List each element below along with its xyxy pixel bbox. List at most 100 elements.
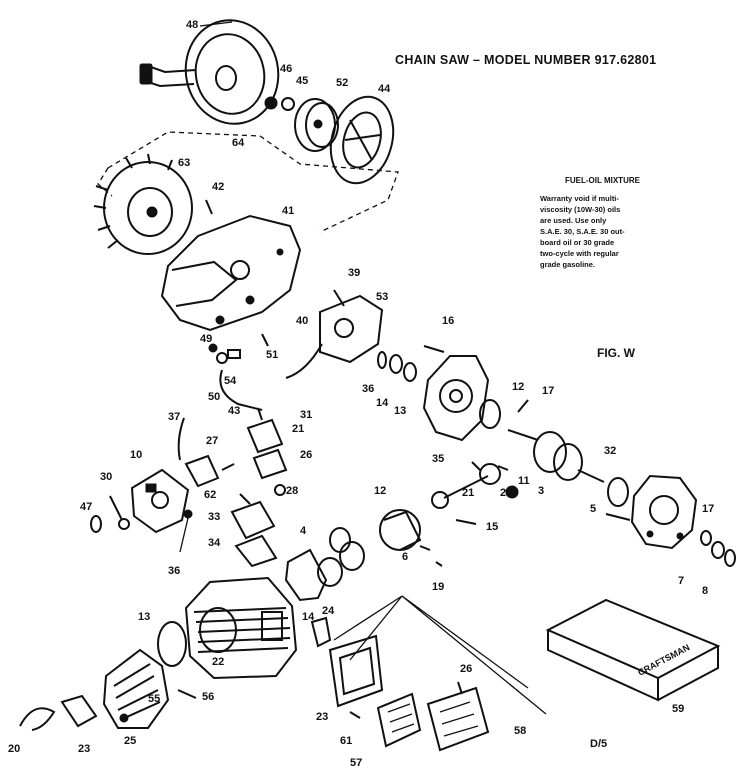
- part-number-28: 28: [286, 485, 298, 497]
- fuel-note-line-7: grade gasoline.: [540, 260, 595, 269]
- fuel-note-line-6: two-cycle with regular: [540, 249, 619, 258]
- part-34-ring: [90, 515, 102, 533]
- part-27-gasket: [252, 448, 288, 480]
- part-13-seal-lower: [711, 541, 725, 559]
- part-number-14: 14: [302, 611, 315, 623]
- piston-ring-1: [329, 527, 351, 553]
- part-number-19: 19: [432, 581, 444, 593]
- part-number-2: 2: [500, 487, 506, 499]
- part-number-13: 13: [394, 405, 406, 417]
- part-number-54: 54: [224, 375, 237, 387]
- part-23-screw: [119, 713, 129, 723]
- part-number-21: 21: [292, 423, 304, 435]
- part-7-wrist-pin: [419, 545, 431, 551]
- part-number-27: 27: [206, 435, 218, 447]
- part-number-35: 35: [432, 453, 444, 465]
- piston: [379, 509, 422, 551]
- ignition-module: [285, 289, 384, 379]
- part-22-screw: [177, 689, 197, 699]
- part-14-seal: [377, 351, 387, 369]
- part-number-49: 49: [200, 333, 212, 345]
- starter-pulley: [294, 98, 339, 152]
- part-number-47: 47: [80, 501, 92, 513]
- part-number-31: 31: [300, 409, 312, 421]
- part-number-4: 4: [300, 525, 307, 537]
- part-number-56: 56: [202, 691, 214, 703]
- part-number-10: 10: [130, 449, 142, 461]
- part-29-screw: [221, 463, 235, 471]
- part-number-25: 25: [124, 735, 136, 747]
- part-36-wire: [219, 369, 263, 411]
- cylinder-gasket: [284, 548, 328, 602]
- connecting-rod: [431, 461, 501, 509]
- part-21-screw: [183, 509, 193, 519]
- part-47-screw: [239, 493, 251, 505]
- part-33-screw: [109, 495, 123, 521]
- part-number-5: 5: [590, 503, 596, 515]
- part-number-42: 42: [212, 181, 224, 193]
- fuel-note-line-4: S.A.E. 30, S.A.E. 30 out-: [540, 227, 625, 236]
- part-8-clip: [435, 561, 443, 567]
- part-12-seal-lower: [700, 530, 712, 546]
- part-3-pin: [497, 465, 509, 471]
- carb-gasket: [184, 454, 220, 488]
- figure-label: FIG. W: [597, 346, 636, 360]
- part-number-21: 21: [462, 487, 474, 499]
- part-number-34: 34: [208, 537, 221, 549]
- fuel-note-line-5: board oil or 30 grade: [540, 238, 614, 247]
- part-number-45: 45: [296, 75, 308, 87]
- part-12-ring: [403, 362, 417, 382]
- part-16-bolt: [423, 345, 445, 353]
- fuel-note-line-3: are used. Use only: [540, 216, 607, 225]
- part-number-50: 50: [208, 391, 220, 403]
- part-number-39: 39: [348, 267, 360, 279]
- part-number-20: 20: [8, 743, 20, 755]
- air-filter: [376, 692, 422, 748]
- part-42-screw: [205, 199, 213, 215]
- part-number-24: 24: [322, 605, 335, 617]
- fan-housing: [160, 214, 302, 332]
- part-30-washer: [274, 484, 286, 496]
- part-number-64: 64: [232, 137, 245, 149]
- part-number-51: 51: [266, 349, 278, 361]
- part-51-spacer: [261, 333, 269, 347]
- piston-ring-2: [339, 541, 365, 571]
- part-number-22: 22: [212, 656, 224, 668]
- part-number-23: 23: [316, 711, 328, 723]
- fuel-oil-note: FUEL-OIL MIXTURE Warranty void if multi-…: [540, 176, 641, 269]
- part-25-bracket: [60, 694, 98, 728]
- part-31-screw: [257, 407, 263, 421]
- filter-cover: [426, 686, 490, 752]
- part-number-23: 23: [78, 743, 90, 755]
- part-number-40: 40: [296, 315, 308, 327]
- carburetor: [130, 468, 190, 534]
- part-number-17: 17: [702, 503, 714, 515]
- fuel-note-line-2: viscosity (10W-30) oils: [540, 205, 620, 214]
- part-14-seal-lower: [724, 549, 736, 567]
- part-number-62: 62: [204, 489, 216, 501]
- part-58-screw: [349, 711, 361, 719]
- part-number-14: 14: [376, 397, 389, 409]
- part-55-plug: [310, 616, 332, 648]
- part-34-fitting: [118, 518, 130, 530]
- part-number-48: 48: [186, 19, 198, 31]
- part-24-gasket: [157, 621, 187, 667]
- part-21-line: [179, 517, 189, 553]
- part-number-12: 12: [512, 381, 524, 393]
- reed-spacer: [234, 534, 278, 568]
- bearing-upper: [479, 399, 501, 429]
- reed-valve: [230, 500, 276, 540]
- part-number-15: 15: [486, 521, 498, 533]
- part-number-41: 41: [282, 205, 294, 217]
- part-46-washer: [264, 96, 278, 110]
- part-54-grommet: [216, 352, 228, 364]
- part-number-26: 26: [300, 449, 312, 461]
- box-label: CRAFTSMAN: [636, 642, 691, 678]
- part-number-60: 60: [0, 0, 12, 3]
- fuel-note-line-1: Warranty void if multi-: [540, 194, 619, 203]
- part-number-46: 46: [280, 63, 292, 75]
- part-number-8: 8: [702, 585, 708, 597]
- part-number-53: 53: [376, 291, 388, 303]
